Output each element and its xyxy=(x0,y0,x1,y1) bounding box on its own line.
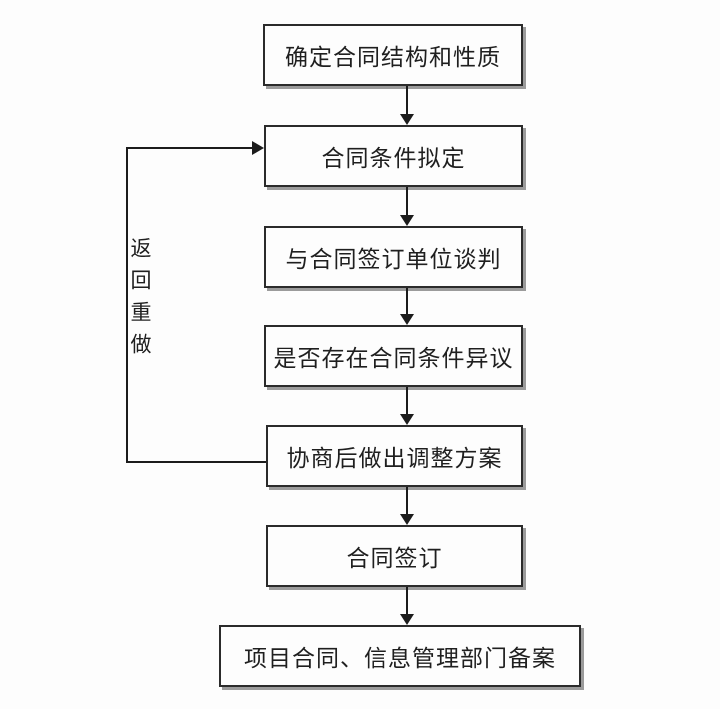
arrow-line-3-4 xyxy=(406,288,408,314)
arrow-down-icon xyxy=(400,215,414,226)
flow-node-draft-contract-terms: 合同条件拟定 xyxy=(264,125,523,187)
flow-node-department-filing: 项目合同、信息管理部门备案 xyxy=(219,625,581,687)
arrow-down-icon xyxy=(400,514,414,525)
arrow-line-5-6 xyxy=(406,487,408,514)
flow-node-negotiate-with-signing-unit: 与合同签订单位谈判 xyxy=(264,226,523,288)
arrow-down-icon xyxy=(400,114,414,125)
arrow-line-4-5 xyxy=(406,387,408,414)
arrow-down-icon xyxy=(400,314,414,325)
flow-node-contract-signing: 合同签订 xyxy=(266,525,523,587)
arrow-line-1-2 xyxy=(406,86,408,114)
feedback-loop-label: 返回重做 xyxy=(128,237,152,365)
flow-node-check-term-objections: 是否存在合同条件异议 xyxy=(264,325,523,387)
arrow-down-icon xyxy=(400,414,414,425)
feedback-loop-top-line xyxy=(127,147,252,149)
arrow-down-icon xyxy=(400,614,414,625)
arrow-line-2-3 xyxy=(406,187,408,215)
feedback-loop-bottom-line xyxy=(126,461,266,463)
feedback-loop-vertical-line xyxy=(126,147,128,463)
flow-node-adjustment-plan: 协商后做出调整方案 xyxy=(266,425,523,487)
arrow-line-6-7 xyxy=(406,587,408,614)
flow-node-determine-contract-structure: 确定合同结构和性质 xyxy=(263,24,523,86)
arrow-right-icon xyxy=(252,141,264,155)
